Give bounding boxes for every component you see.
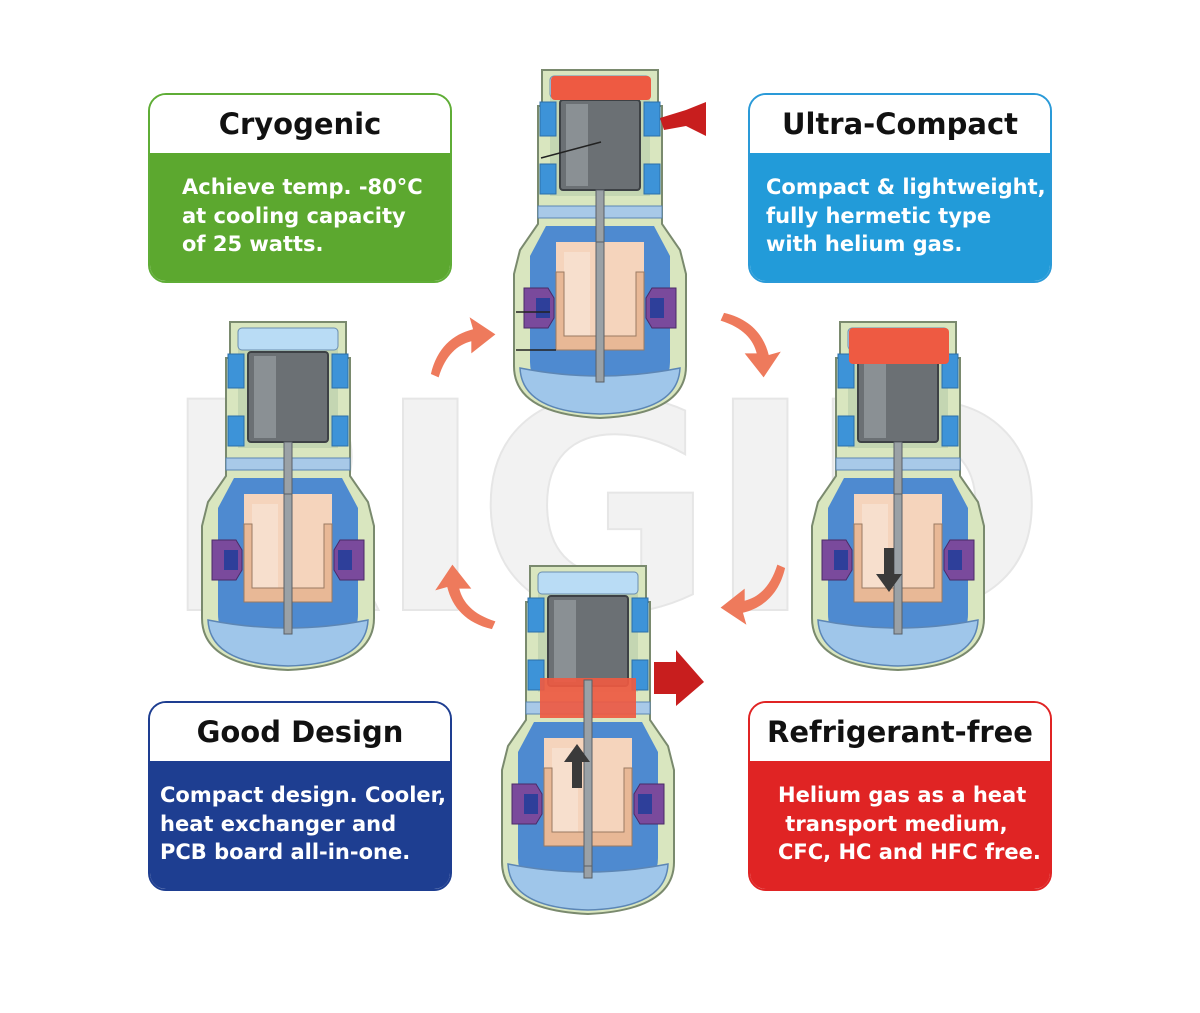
card-title: Refrigerant-free — [750, 703, 1050, 761]
card-line: Compact design. Cooler, — [160, 783, 446, 807]
card-line: heat exchanger and — [160, 811, 397, 836]
piston-rod-bottom — [583, 679, 593, 867]
card-refrigerant-free: Refrigerant-free Helium gas as a heat tr… — [748, 701, 1052, 891]
card-line: of 25 watts. — [182, 232, 324, 256]
card-line: at cooling capacity — [182, 203, 406, 228]
card-good-design: Good Design Compact design. Cooler, heat… — [148, 701, 452, 891]
leader-line — [540, 141, 602, 159]
card-ultra-compact: Ultra-Compact Compact & lightweight, ful… — [748, 93, 1052, 283]
card-cryogenic: Cryogenic Achieve temp. -80°C at cooling… — [148, 93, 452, 283]
card-title: Cryogenic — [150, 95, 450, 153]
heat-out-arrow-icon — [654, 650, 704, 706]
card-line: PCB board all-in-one. — [160, 840, 411, 864]
card-body: Compact & lightweight, fully hermetic ty… — [750, 153, 1050, 281]
cooler-top — [513, 69, 687, 419]
piston-up-arrow-icon — [564, 744, 590, 788]
card-title: Ultra-Compact — [750, 95, 1050, 153]
card-line: Achieve temp. -80°C — [182, 175, 423, 199]
heat-in-arrow-icon — [660, 102, 706, 136]
hot-cap-top — [551, 76, 651, 100]
card-body: Achieve temp. -80°C at cooling capacity … — [150, 153, 450, 281]
card-line: CFC, HC and HFC free. — [778, 840, 1041, 864]
card-title: Good Design — [150, 703, 450, 761]
hot-cap-right — [849, 328, 949, 364]
card-line: with helium gas. — [766, 232, 963, 256]
card-body: Compact design. Cooler, heat exchanger a… — [150, 761, 450, 889]
card-line: fully hermetic type — [766, 203, 992, 228]
card-line: Helium gas as a heat — [778, 783, 1027, 807]
piston-down-arrow-icon — [876, 548, 902, 592]
cooler-left — [201, 321, 375, 671]
card-body: Helium gas as a heat transport medium, C… — [750, 761, 1050, 889]
card-line: transport medium, — [778, 811, 1008, 836]
cooler-right — [811, 321, 985, 671]
card-line: Compact & lightweight, — [766, 175, 1046, 199]
